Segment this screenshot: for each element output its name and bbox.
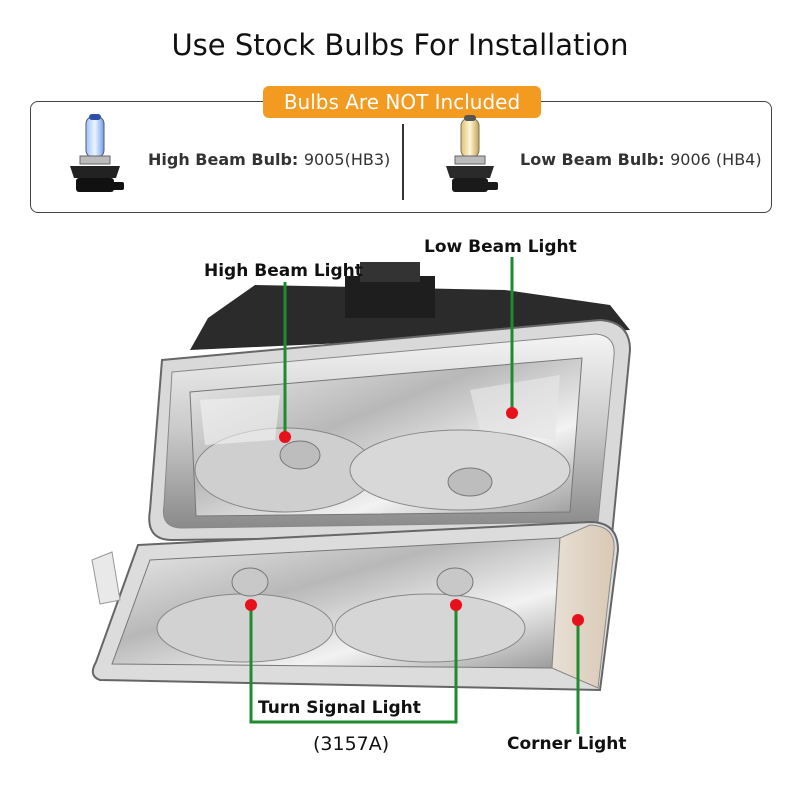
high-beam-bulb-label-text: High Beam Bulb: <box>148 150 299 169</box>
corner-callout: Corner Light <box>505 734 629 754</box>
turn-signal-marker-right <box>450 599 462 611</box>
low-beam-callout: Low Beam Light <box>424 237 577 257</box>
bulb-box-divider <box>402 124 404 200</box>
low-beam-marker <box>506 407 518 419</box>
high-beam-bulb-image <box>70 114 124 192</box>
high-beam-bulb-code: 9005(HB3) <box>303 150 391 169</box>
high-beam-bulb-label: High Beam Bulb: 9005(HB3) <box>148 150 390 169</box>
high-beam-callout: High Beam Light <box>204 261 363 281</box>
low-beam-bulb-label-text: Low Beam Bulb: <box>520 150 665 169</box>
low-beam-bulb-label: Low Beam Bulb: 9006 (HB4) <box>520 150 762 169</box>
bulb-info-box <box>30 101 772 213</box>
turn-signal-bulb-code: (3157A) <box>313 733 390 755</box>
turn-signal-marker-left <box>245 599 257 611</box>
turn-signal-leader <box>249 605 458 724</box>
bulbs-not-included-badge: Bulbs Are NOT Included <box>263 86 541 118</box>
corner-marker <box>572 614 584 626</box>
low-beam-bulb-image <box>446 115 498 192</box>
high-beam-marker <box>279 431 291 443</box>
page-title: Use Stock Bulbs For Installation <box>171 28 629 62</box>
turn-signal-callout: Turn Signal Light <box>256 698 423 718</box>
low-beam-bulb-code: 9006 (HB4) <box>670 150 762 169</box>
